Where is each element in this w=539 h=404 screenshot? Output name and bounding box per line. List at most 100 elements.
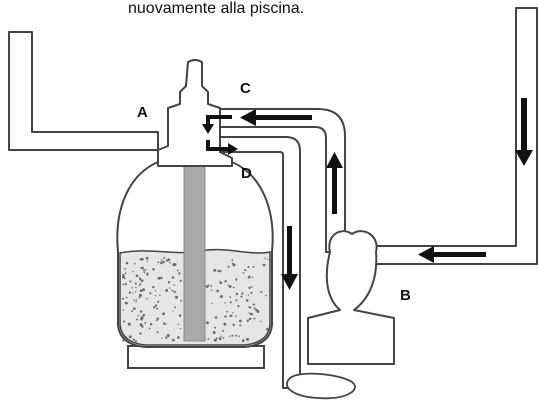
sand-grain [248,306,251,309]
left-inlet-pipe [8,31,159,151]
sand-grain [131,287,134,289]
sand-grain [219,281,223,285]
sand-grain [160,259,163,261]
sand-grain [229,296,232,298]
sand-grain [224,315,227,318]
sand-grain [139,289,143,293]
sand-grain [124,301,128,305]
sand-grain [232,323,235,327]
sand-grain [133,307,136,311]
sand-grain [222,336,225,339]
sand-grain [156,317,159,320]
waste-pipe [219,136,301,389]
sand-grain [251,276,254,278]
sand-grain [131,310,134,312]
sand-grain [171,289,174,292]
sand-grain [176,269,179,272]
sand-grain [247,294,249,296]
sand-grain [248,286,251,289]
arrow-down-waste-pipe [281,226,298,290]
sand-grain [159,294,161,297]
pump [307,230,395,365]
sand-grain [139,332,142,335]
sand-grain [149,322,153,326]
sand-grain [167,258,171,262]
sand-grain [144,268,147,271]
sand-grain [213,338,217,342]
sand-grain [216,289,219,293]
sand-grain [232,286,235,289]
sand-grain [260,320,262,323]
sand-grain [156,307,159,310]
caption-text: nuovamente alla piscina. [128,0,305,17]
sand-grain [173,263,177,266]
sand-grain [235,334,237,337]
arrow-left-top-pipe [240,109,312,126]
sand-grain [166,334,170,337]
sand-grain [253,307,256,310]
arrow-up-pump-pipe [326,152,343,214]
sand-grain [230,314,233,317]
sand-grain [128,335,132,339]
sand-grain [213,268,217,272]
sand-grain [250,286,253,288]
sand-grain [246,319,249,322]
sand-grain [243,339,245,341]
sand-grain [145,256,149,260]
sand-grain [240,295,243,298]
sand-grain [142,314,146,317]
sand-grain [215,337,218,340]
sand-grain [143,271,146,273]
sand-grain [149,292,152,295]
sand-grain [127,322,131,326]
sand-grain [250,291,253,294]
sand-grain [256,310,260,313]
sand-grain [123,320,126,323]
sand-grain [128,291,132,294]
sand-grain [152,268,155,271]
sand-grain [224,302,226,304]
label-b: B [400,287,411,304]
sand-grain [134,282,137,285]
sand-grain [211,302,213,305]
sand-grain [265,294,267,297]
sand-grain [139,278,142,281]
sand-grain [228,335,231,337]
sand-grain [140,316,144,320]
sand-grain [264,257,266,260]
sand-grain [155,319,158,322]
sand-grain [165,323,167,326]
sand-grain [178,272,181,275]
sand-grain [239,324,242,327]
sand-grain [252,303,255,306]
sand-grain [167,281,171,284]
sand-grain [165,336,168,339]
sand-grain [160,276,163,280]
sand-grain [139,310,143,313]
sand-grain [226,310,228,313]
sand-grain [137,314,139,317]
sand-grain [161,337,163,339]
sand-grain [212,331,216,334]
sand-grain [134,340,138,343]
sand-grain [141,266,144,270]
sand-grain [135,286,137,289]
sand-grain [223,322,227,326]
sand-grain [139,293,142,297]
sand-grain [227,284,229,286]
sand-grain [248,275,251,277]
sand-grain [125,261,129,265]
sand-grain [237,335,240,338]
sand-grain [244,269,247,272]
sand-grain [227,265,230,268]
sand-grain [210,289,213,291]
sand-grain [154,304,158,307]
sand-grain [252,265,255,268]
sand-grain [220,335,222,337]
waste-outlet-puddle [286,372,356,400]
sand-grain [249,312,253,316]
sand-grain [153,306,156,309]
sand-grain [248,312,250,314]
sand-grain [143,269,145,272]
sand-grain [178,314,182,317]
